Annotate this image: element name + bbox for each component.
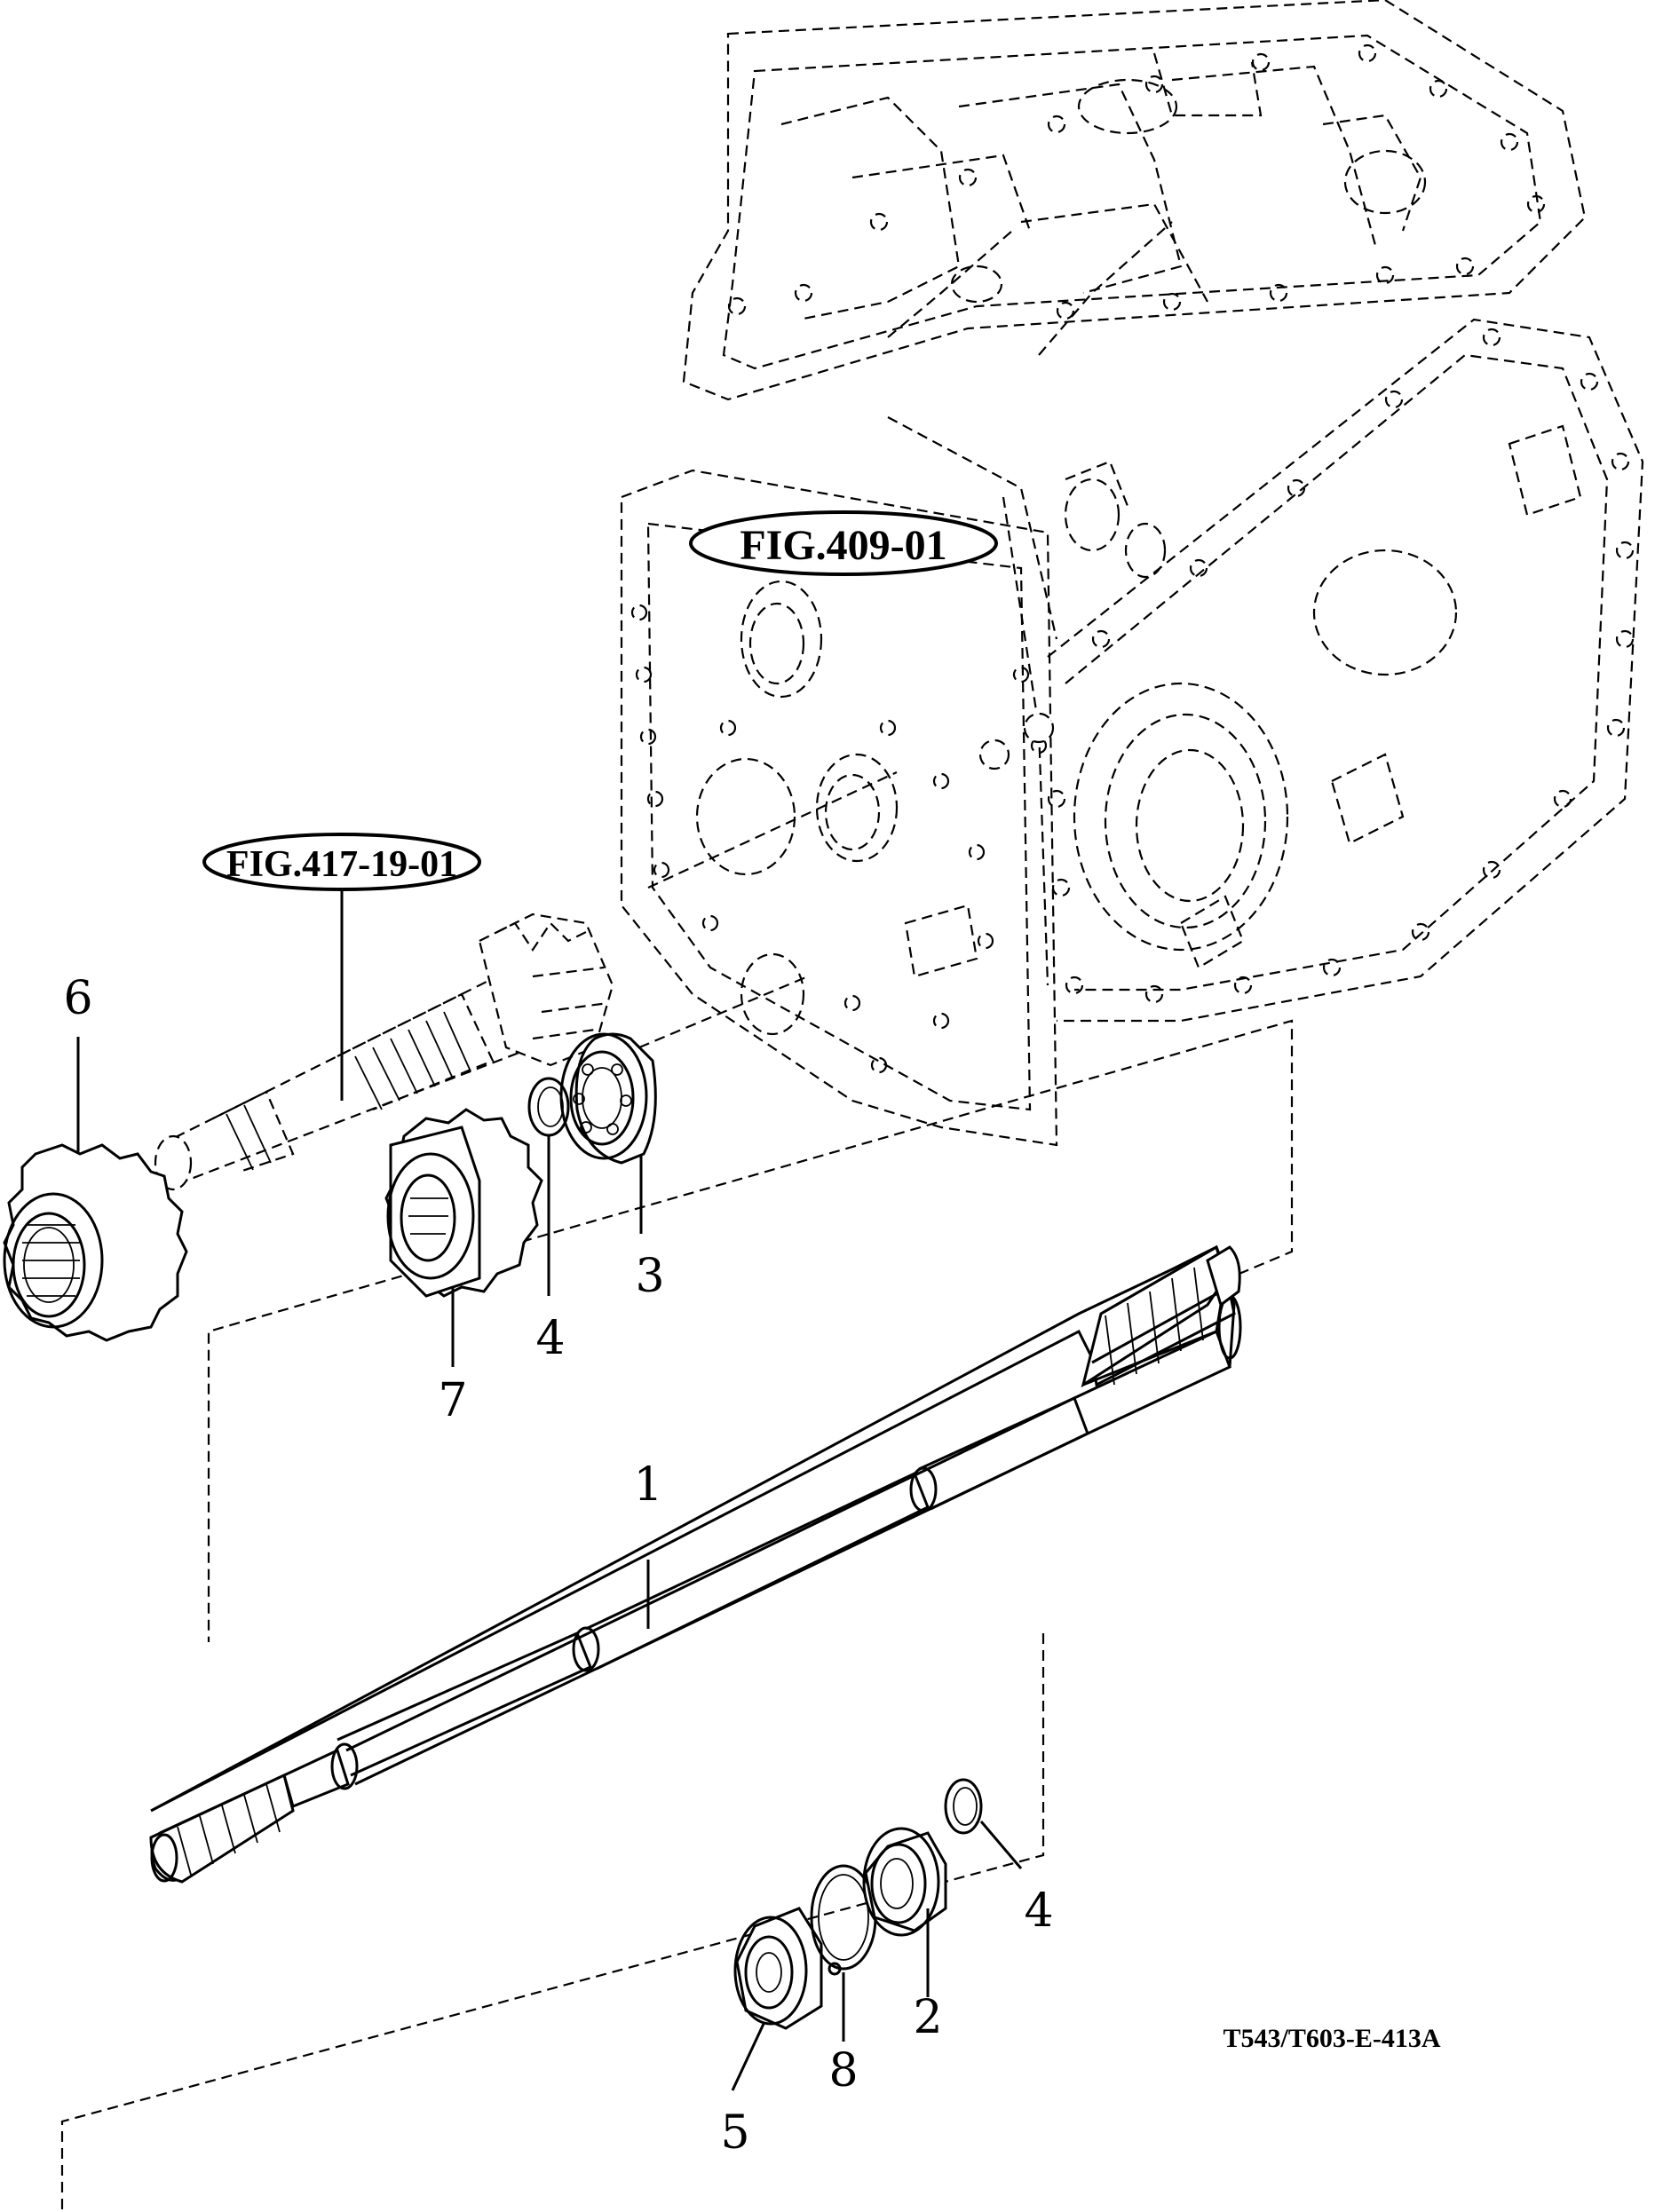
pinion-shaft-phantom xyxy=(154,912,614,1191)
part-2-ball-bearing xyxy=(862,1827,947,1937)
callout-8: 8 xyxy=(828,2044,858,2097)
leader-lines xyxy=(76,889,1023,2091)
transmission-housing-phantom xyxy=(620,0,1644,1147)
reference-fig-417-label: FIG.417-19-01 xyxy=(226,844,457,885)
reference-fig-417-badge[interactable]: FIG.417-19-01 xyxy=(202,833,481,891)
reference-fig-409-badge[interactable]: FIG.409-01 xyxy=(689,510,998,576)
callout-2: 2 xyxy=(913,1991,942,2044)
housing-bolt-holes xyxy=(630,43,1635,1074)
callout-4-upper: 4 xyxy=(535,1312,565,1365)
callout-5: 5 xyxy=(720,2106,749,2160)
callout-6: 6 xyxy=(63,972,92,1025)
part-4-snap-ring-lower xyxy=(944,1778,983,1835)
callout-numbers: 1 2 3 4 4 5 6 7 8 xyxy=(63,972,1053,2160)
part-1-main-shaft xyxy=(149,1244,1242,1884)
part-6-spur-gear xyxy=(3,1143,188,1342)
part-7-sliding-gear xyxy=(384,1108,543,1298)
assembly-centerlines xyxy=(60,771,1294,2212)
drawing-code: T543/T603-E-413A xyxy=(1223,2024,1440,2053)
callout-4-lower: 4 xyxy=(1024,1884,1053,1938)
part-5-seal xyxy=(733,1907,823,2030)
callout-7: 7 xyxy=(438,1374,467,1427)
callout-3: 3 xyxy=(635,1250,664,1303)
callout-1: 1 xyxy=(633,1458,662,1512)
part-3-ball-bearing xyxy=(559,1032,657,1165)
reference-fig-409-label: FIG.409-01 xyxy=(740,522,946,569)
